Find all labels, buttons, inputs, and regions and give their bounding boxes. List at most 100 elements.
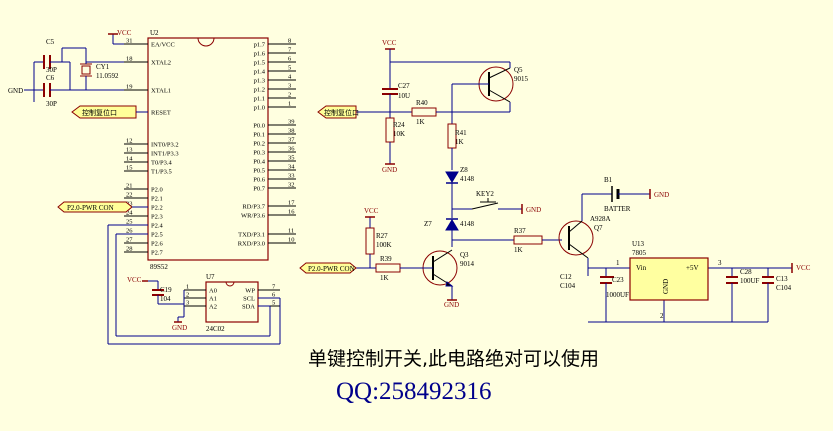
mcu-pin-name: T0/P3.4 [151, 160, 173, 167]
mcu-pin-name: p1.0 [254, 105, 265, 112]
mcu-pin-number: 21 [126, 183, 133, 190]
mcu-pin-number: 16 [288, 209, 295, 216]
mcu-pin-name: P2.1 [151, 196, 163, 203]
crystal-gnd-label: GND [8, 87, 23, 95]
c28-ref: C28 [740, 268, 752, 276]
battery-gnd-label: GND [654, 191, 669, 199]
b1-ref: B1 [604, 176, 613, 184]
z7-value: 4148 [460, 220, 475, 228]
q3-gnd-label: GND [444, 301, 459, 309]
mcu-pin-name: P2.3 [151, 214, 163, 221]
regulator-vin: Vin [636, 264, 647, 272]
mcu-pin-name: P2.4 [151, 223, 163, 230]
c13-value: C104 [776, 284, 792, 292]
eeprom-pin-1: 1A0 [184, 284, 217, 295]
r27-ref: R27 [376, 232, 388, 240]
eeprom-pin-name: A0 [209, 288, 217, 295]
mcu-pin-number: 36 [288, 146, 295, 153]
regulator-part: 7805 [632, 249, 647, 257]
mcu-pin-name: P0.2 [253, 141, 265, 148]
regulator-vout: +5V [686, 264, 699, 272]
r37-ref: R37 [514, 227, 526, 235]
caption-text: 单键控制开关,此电路绝对可以使用 [308, 348, 600, 370]
mcu-pin-number: 27 [126, 237, 133, 244]
q7-ref: Q7 [594, 224, 603, 232]
mcu-pin-number: 12 [126, 138, 133, 145]
pwr-con-port-left-label: P2.0-PWR CON [67, 204, 114, 212]
eeprom-pin-number: 5 [272, 300, 275, 307]
mcu-pin-1: 1 p1.0 [254, 101, 296, 112]
r24-ref: R24 [393, 121, 405, 129]
cy1-value: 11.0592 [96, 72, 119, 80]
mcu-pin-number: 34 [288, 164, 295, 171]
mcu-pin-number: 35 [288, 155, 295, 162]
c19-ref: C19 [160, 286, 172, 294]
mcu-pin-name: XTAL1 [151, 88, 171, 95]
eeprom-part: 24C02 [206, 325, 225, 333]
c6-ref: C6 [46, 74, 55, 82]
mcu-pin-number: 10 [288, 237, 295, 244]
mcu-pin-name: P0.4 [253, 159, 265, 166]
reset-port-right [317, 105, 357, 119]
r27-value: 100K [376, 241, 392, 249]
mcu-pin-name: p1.2 [254, 87, 265, 94]
eeprom-vcc-label: VCC [127, 276, 142, 284]
r37-value: 1K [514, 246, 523, 254]
q7-value: A928A [590, 215, 611, 223]
mcu-pin-number: 39 [288, 119, 295, 126]
c23-value: 1000UF [606, 291, 629, 299]
pwr-con-port-left [57, 201, 148, 213]
mcu-pin-name: RESET [151, 110, 171, 117]
mcu-pin-2: 2p1.1 [254, 92, 296, 103]
mcu-pin-name: RXD/P3.0 [238, 241, 265, 248]
reset-port-left [71, 105, 148, 119]
q3-value: 9014 [460, 260, 475, 268]
z8-ref: Z8 [460, 166, 468, 174]
mcu-pin-name: p1.4 [254, 69, 266, 76]
r24-gnd-label: GND [382, 166, 397, 174]
mcu-pin-name: P2.2 [151, 205, 163, 212]
mcu-pin-name: TXD/P3.1 [238, 232, 265, 239]
z8-value: 4148 [460, 175, 475, 183]
mcu-pin-name: P0.6 [253, 177, 265, 184]
mcu-pin-name: P0.5 [253, 168, 265, 175]
mcu-pin-6: 6p1.5 [254, 56, 296, 67]
q5-ref: Q5 [514, 66, 523, 74]
cy1-ref: CY1 [96, 63, 110, 71]
mcu-pin-number: 1 [288, 101, 291, 108]
pwr-con-port-right-label: P2.0-PWR CON [308, 265, 355, 273]
reset-port-left-label: 控制复位口 [82, 108, 117, 117]
regulator-ref: U13 [632, 240, 645, 248]
reset-port-right-label: 控制复位口 [324, 108, 359, 117]
contact-text: QQ:258492316 [336, 378, 492, 405]
r27-vcc-label: VCC [364, 207, 379, 215]
output-vcc-label: VCC [796, 264, 811, 272]
mcu-pin-number: 18 [126, 56, 133, 63]
b1-value: BATTER [604, 205, 631, 213]
c5-value: 30P [46, 66, 57, 74]
mcu-pin-number: 3 [288, 83, 291, 90]
mcu-pin-name: INT1/P3.3 [151, 151, 179, 158]
mcu-pin-number: 22 [126, 192, 133, 199]
power-section-wiring [558, 186, 793, 323]
r41-value: 1K [455, 138, 464, 146]
mcu-pin-name: p1.7 [254, 42, 266, 49]
c19-value: 104 [160, 295, 171, 303]
mcu-pin-number: 2 [288, 92, 291, 99]
mcu-pin-number: 17 [288, 200, 295, 207]
mcu-pin-7: 7p1.6 [254, 47, 296, 58]
mcu-pin-number: 24 [126, 210, 133, 217]
